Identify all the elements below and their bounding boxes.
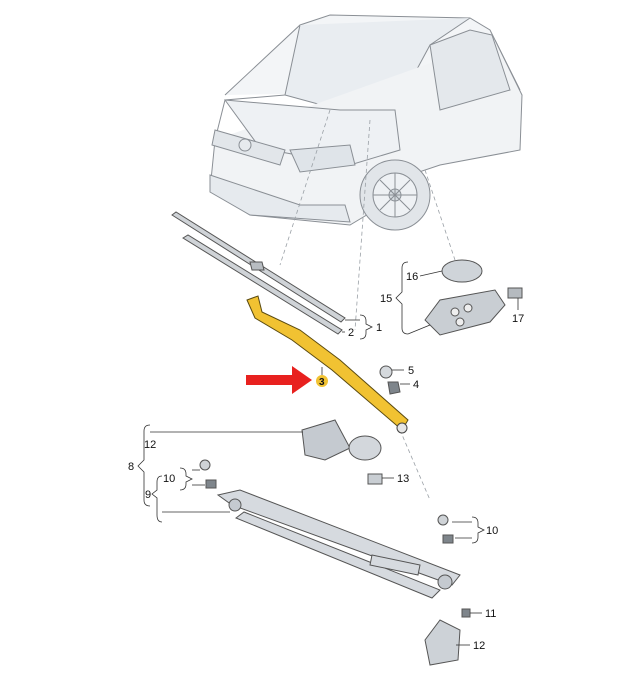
- callout-13: 13: [397, 473, 409, 485]
- red-arrow-icon: [246, 366, 312, 394]
- wiper-motor: [301, 419, 383, 485]
- callout-12-lower: 12: [473, 640, 485, 652]
- callout-labels: 1 2 3 5 4 16 15 17 8 12 9 10 13 10 11 12: [128, 271, 524, 652]
- callout-8: 8: [128, 461, 134, 473]
- callout-1: 1: [376, 322, 382, 334]
- callout-17: 17: [512, 313, 524, 325]
- callout-15: 15: [380, 293, 392, 305]
- callout-12-upper: 12: [144, 439, 156, 451]
- callout-16: 16: [406, 271, 418, 283]
- callout-4: 4: [413, 379, 419, 391]
- wiper-arm-highlighted: [246, 295, 409, 434]
- wiper-linkage: [216, 489, 461, 666]
- callout-2: 2: [348, 327, 354, 339]
- callout-lines: [137, 261, 519, 646]
- bolts: [199, 459, 471, 618]
- rain-sensor: [424, 259, 523, 336]
- callout-10-right: 10: [486, 525, 498, 537]
- callout-3-badge: [316, 375, 328, 387]
- nut-and-cap: [379, 365, 401, 395]
- callout-11: 11: [485, 608, 496, 620]
- callout-9: 9: [145, 489, 151, 501]
- car-illustration: [209, 14, 523, 231]
- callout-5: 5: [408, 365, 414, 377]
- leader-lines-dashed: [279, 109, 456, 501]
- callout-10-left: 10: [163, 473, 175, 485]
- wiper-blade: [171, 211, 346, 335]
- callout-3: 3: [319, 377, 325, 388]
